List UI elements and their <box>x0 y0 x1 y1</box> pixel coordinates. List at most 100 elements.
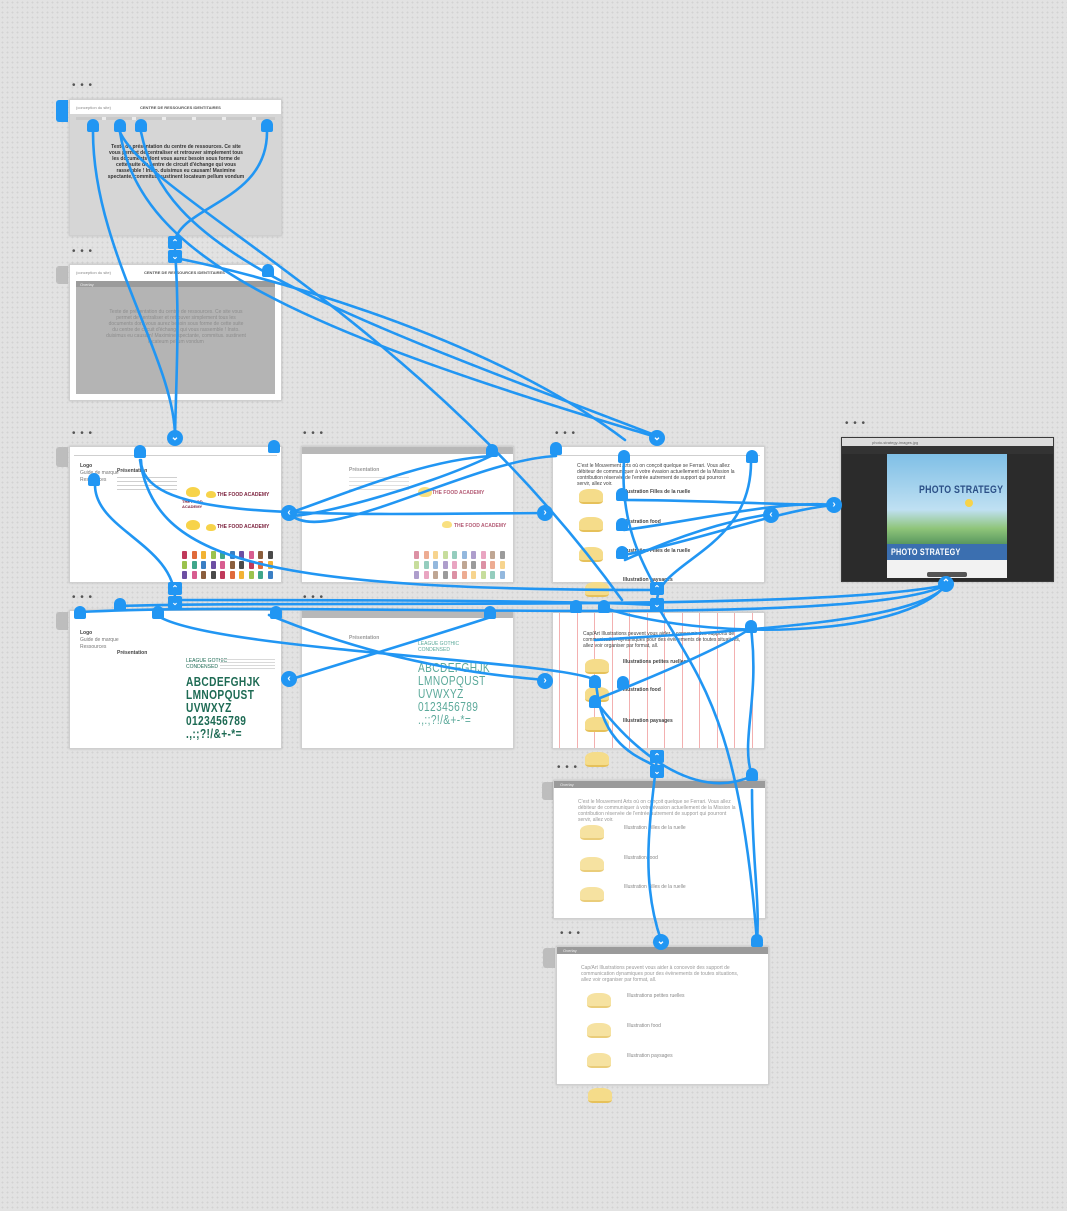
nav-guide[interactable]: Guide de marque <box>80 637 119 643</box>
wire-connector-handle[interactable] <box>746 768 758 781</box>
wire-connector-handle[interactable] <box>486 444 498 457</box>
wire-connector-handle[interactable] <box>484 606 496 619</box>
illus-item-title[interactable]: Illustration food <box>623 519 661 525</box>
transition-direction-icon[interactable]: › <box>537 673 553 689</box>
scroll-anchor-icon[interactable]: ⌄ <box>168 250 182 263</box>
prototype-link[interactable] <box>118 130 658 439</box>
wire-connector-handle[interactable] <box>616 546 628 559</box>
prototype-link[interactable] <box>173 256 627 442</box>
prototype-link[interactable] <box>603 583 948 631</box>
prototype-link[interactable] <box>78 583 948 614</box>
wire-connector-handle[interactable] <box>134 445 146 458</box>
wire-connector-handle[interactable] <box>598 600 610 613</box>
illus-item-title[interactable]: Illustration Filles de la ruelle <box>624 825 686 831</box>
wire-connector-handle[interactable] <box>87 119 99 132</box>
prototype-link[interactable] <box>750 788 759 944</box>
illus-item-title[interactable]: Illustration food <box>624 855 658 861</box>
wire-connector-handle[interactable] <box>88 473 100 486</box>
prototype-link[interactable] <box>139 458 547 516</box>
prototype-link[interactable] <box>655 603 759 944</box>
prototype-link[interactable] <box>594 678 659 772</box>
illus-item-title[interactable]: Illustration food <box>623 687 661 693</box>
prototype-link[interactable] <box>153 612 597 682</box>
prototype-link[interactable] <box>647 756 663 942</box>
board-tab[interactable] <box>542 782 554 800</box>
board-tab[interactable] <box>56 447 68 467</box>
prototype-link[interactable] <box>622 458 659 592</box>
board-typo[interactable]: Logo Guide de marque Ressources Présenta… <box>69 610 282 749</box>
illus-item-title[interactable]: Illustrations petites ruelles <box>627 993 685 999</box>
wire-connector-handle[interactable] <box>745 620 757 633</box>
wire-connector-handle[interactable] <box>261 119 273 132</box>
prototype-link[interactable] <box>593 583 948 642</box>
wire-connector-handle[interactable] <box>74 606 86 619</box>
wire-connector-handle[interactable] <box>262 264 274 277</box>
photo-preview[interactable]: PHOTO STRATEGY PHOTO STRATEGY <box>887 454 1007 578</box>
board-typo-variant[interactable]: Présentation LEAGUE GOTHIC CONDENSED ABC… <box>301 610 514 749</box>
wire-connector-handle[interactable] <box>270 606 282 619</box>
prototype-link[interactable] <box>173 130 269 242</box>
prototype-link[interactable] <box>746 626 755 778</box>
board-photo[interactable]: photo-strategy-images.jpg PHOTO STRATEGY… <box>841 437 1054 582</box>
illus-item-title[interactable]: Illustration Filles de la ruelle <box>623 489 691 495</box>
prototype-link[interactable] <box>267 613 547 682</box>
wire-connector-handle[interactable] <box>550 442 562 455</box>
wire-connector-handle[interactable] <box>616 488 628 501</box>
board-menu-icon[interactable]: • • • <box>560 928 582 939</box>
transition-direction-icon[interactable]: › <box>826 497 842 513</box>
scroll-anchor-icon[interactable]: ⌃ <box>650 750 664 763</box>
board-illus-overlay[interactable]: Overlay C'est le Mouvement Arts où on co… <box>553 780 766 919</box>
nav-resources[interactable]: Ressources <box>80 644 107 650</box>
transition-direction-icon[interactable]: ‹ <box>281 505 297 521</box>
wire-connector-handle[interactable] <box>152 606 164 619</box>
wire-connector-handle[interactable] <box>114 598 126 611</box>
board-menu-icon[interactable]: • • • <box>303 592 325 603</box>
illus-item-title[interactable]: Illustration Filles de la ruelle <box>624 884 686 890</box>
prototype-link[interactable] <box>288 454 493 517</box>
browser-url[interactable]: photo-strategy-images.jpg <box>872 440 919 445</box>
wire-connector-handle[interactable] <box>570 600 582 613</box>
prototype-link[interactable] <box>91 130 177 439</box>
transition-direction-icon[interactable]: ⌄ <box>167 430 183 446</box>
illus-item-title[interactable]: Illustration paysages <box>623 577 673 583</box>
transition-direction-icon[interactable]: ‹ <box>281 671 297 687</box>
prototype-link[interactable] <box>173 248 179 439</box>
prototype-link[interactable] <box>655 460 753 602</box>
nav-logo[interactable]: Logo <box>80 463 93 469</box>
home-nav[interactable] <box>76 117 275 120</box>
board-illus-overlay-2[interactable]: Overlay Cap/Art Illustrations peuvent vo… <box>556 946 769 1085</box>
wire-connector-handle[interactable] <box>617 676 629 689</box>
scroll-anchor-icon[interactable]: ⌄ <box>650 765 664 778</box>
transition-direction-icon[interactable]: › <box>537 505 553 521</box>
board-menu-icon[interactable]: • • • <box>72 246 94 257</box>
nav-logo[interactable]: Logo <box>80 630 93 636</box>
prototype-link[interactable] <box>287 454 493 515</box>
transition-direction-icon[interactable]: ⌄ <box>653 934 669 950</box>
board-menu-icon[interactable]: • • • <box>845 418 867 429</box>
illus-item-title[interactable]: Illustration food <box>627 1023 661 1029</box>
prototype-link[interactable] <box>138 458 657 592</box>
wire-connector-handle[interactable] <box>618 450 630 463</box>
nav-guide[interactable]: Guide de marque <box>80 470 119 476</box>
board-tab[interactable] <box>56 266 68 284</box>
prototype-link[interactable] <box>623 512 773 562</box>
wire-connector-handle[interactable] <box>589 695 601 708</box>
illus-item-title[interactable]: Illustrations petites ruelles <box>623 659 687 665</box>
wire-connector-handle[interactable] <box>135 119 147 132</box>
prototype-link[interactable] <box>93 483 177 602</box>
illus-item-title[interactable]: Illustration paysages <box>623 718 673 724</box>
transition-direction-icon[interactable]: ⌄ <box>649 430 665 446</box>
illus-item-title[interactable]: Illustration Filles de la ruelle <box>623 548 691 554</box>
board-menu-icon[interactable]: • • • <box>557 762 579 773</box>
prototype-link[interactable] <box>118 130 624 602</box>
scroll-anchor-icon[interactable]: ⌄ <box>168 596 182 609</box>
wire-connector-handle[interactable] <box>114 119 126 132</box>
board-illus[interactable]: C'est le Mouvement Arts où on conçoit qu… <box>552 446 765 583</box>
board-tab[interactable] <box>543 948 555 968</box>
board-menu-icon[interactable]: • • • <box>303 428 325 439</box>
photo-controls[interactable] <box>927 572 967 577</box>
wire-connector-handle[interactable] <box>746 450 758 463</box>
board-menu-icon[interactable]: • • • <box>72 592 94 603</box>
prototype-link[interactable] <box>117 583 948 608</box>
